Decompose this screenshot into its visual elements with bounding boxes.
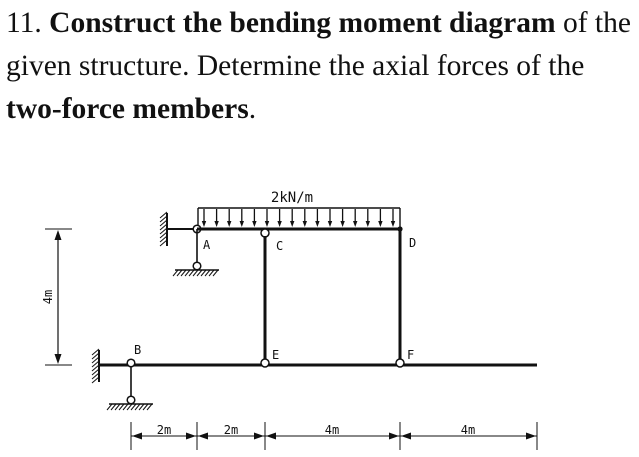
- height-label: 4m: [41, 290, 55, 304]
- distributed-load: 2kN/m: [197, 190, 401, 229]
- hinge-f: [395, 358, 405, 368]
- joint-d: [397, 226, 403, 232]
- problem-bold-members: two-force members: [6, 93, 249, 125]
- problem-statement: 11. Construct the bending moment diagram…: [6, 2, 636, 131]
- wall-support-bottom: [91, 348, 100, 384]
- span-label-2: 2m: [224, 423, 238, 437]
- problem-period: .: [248, 93, 257, 125]
- height-dimension: 4m: [41, 228, 72, 366]
- pin-support-b: [106, 358, 153, 411]
- load-arrows: [201, 209, 396, 227]
- problem-text: of the given structure. Determine the ax…: [6, 7, 631, 82]
- problem-bold-instruction: Construct the bending moment diagram: [49, 7, 556, 39]
- span-label-3: 4m: [325, 423, 339, 437]
- span-label-1: 2m: [157, 423, 171, 437]
- pin-support-a: [172, 229, 219, 277]
- label-e: E: [272, 348, 279, 362]
- wall-support-a: [159, 211, 202, 247]
- label-f: F: [407, 348, 414, 362]
- hinge-c: [260, 228, 270, 238]
- span-label-4: 4m: [461, 423, 475, 437]
- label-d: D: [409, 236, 416, 250]
- span-dimensions: 2m 2m 4m 4m: [130, 422, 538, 450]
- label-b: B: [134, 343, 141, 357]
- label-c: C: [276, 239, 283, 253]
- hinge-e: [260, 358, 270, 368]
- load-label: 2kN/m: [271, 190, 313, 206]
- problem-number: 11.: [6, 7, 42, 39]
- label-a: A: [203, 238, 211, 252]
